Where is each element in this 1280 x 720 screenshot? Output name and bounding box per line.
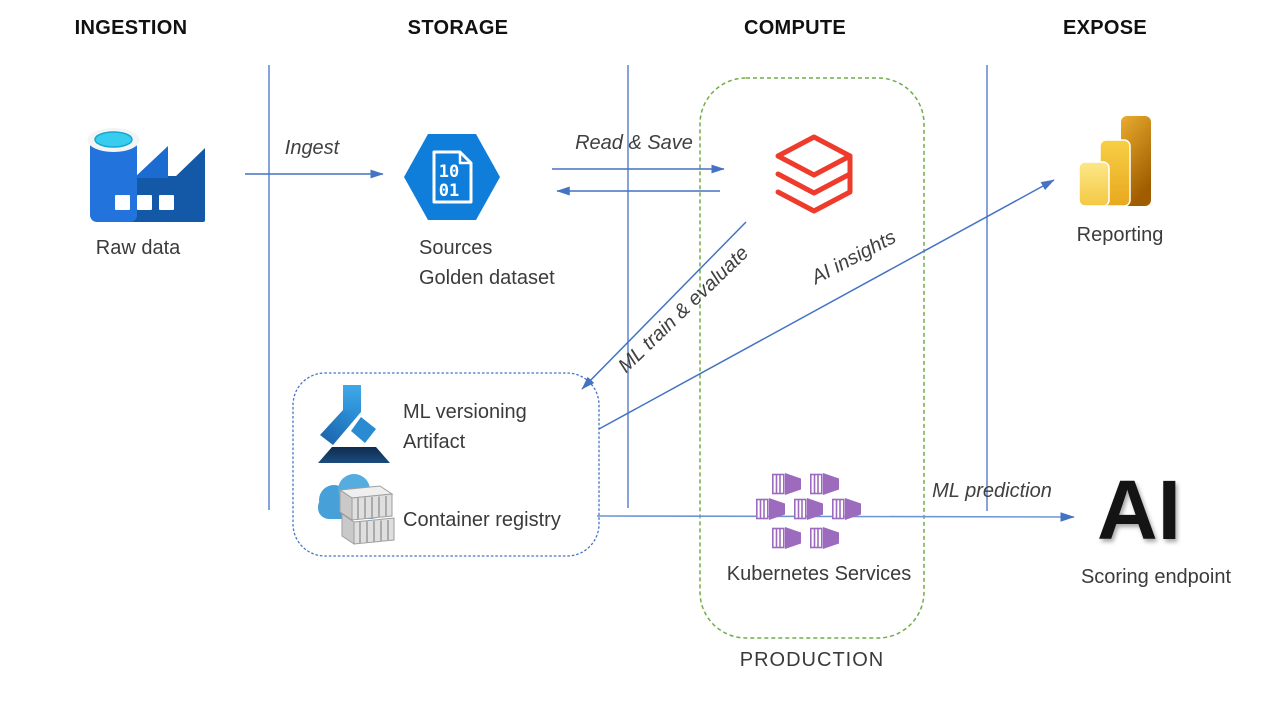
artifact-label: Artifact	[403, 431, 466, 453]
sources-doc-text-2: 01	[439, 181, 459, 201]
column-header-storage: STORAGE	[407, 17, 509, 39]
kubernetes-icon	[755, 472, 862, 557]
ai-insights-arrow	[598, 179, 1055, 430]
powerbi-icon	[1078, 114, 1153, 213]
read-save-label: Read & Save	[575, 132, 693, 154]
ml-train-evaluate-arrow	[581, 221, 747, 390]
container-registry-icon	[314, 474, 398, 551]
container-registry-label: Container registry	[403, 509, 561, 531]
column-header-ingestion: INGESTION	[74, 17, 188, 39]
ml-versioning-label: ML versioning Artifact	[403, 397, 527, 457]
column-header-compute: COMPUTE	[743, 17, 847, 39]
sources-doc-text-1: 10	[439, 162, 459, 182]
raw-data-label: Raw data	[95, 237, 181, 259]
sources-label-line1: Sources	[419, 237, 493, 259]
scoring-endpoint-label: Scoring endpoint	[1080, 566, 1232, 588]
production-label: PRODUCTION	[739, 649, 885, 671]
kubernetes-services-label: Kubernetes Services	[726, 563, 912, 585]
sources-hexagon-icon: 10 01	[404, 132, 501, 227]
sources-label: Sources Golden dataset	[419, 233, 555, 293]
ml-artifacts-box	[292, 372, 600, 557]
production-boundary	[699, 77, 925, 639]
azure-ml-icon	[316, 385, 392, 468]
ml-versioning-label-line1: ML versioning	[403, 401, 527, 423]
factory-icon	[86, 126, 208, 228]
column-header-expose: EXPOSE	[1062, 17, 1148, 39]
reporting-label: Reporting	[1076, 224, 1164, 246]
ai-big-text: AI	[1097, 463, 1181, 557]
golden-dataset-label: Golden dataset	[419, 267, 555, 289]
ml-prediction-label: ML prediction	[932, 480, 1052, 502]
ingest-label: Ingest	[284, 137, 340, 159]
databricks-icon	[774, 134, 854, 221]
